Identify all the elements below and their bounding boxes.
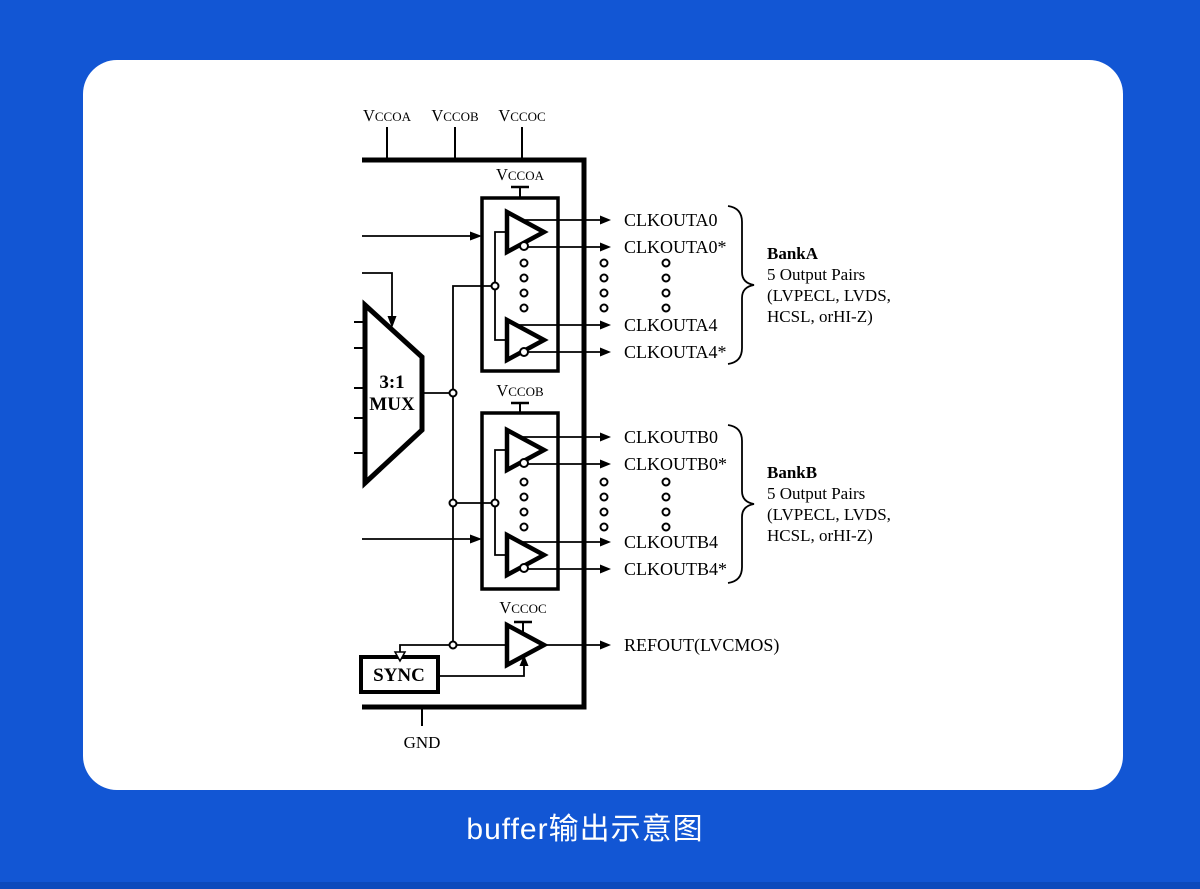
- svg-text:HCSL, orHI-Z): HCSL, orHI-Z): [767, 526, 873, 545]
- output-label-clkoutb4n: CLKOUTB4*: [624, 559, 727, 579]
- svg-text:5 Output Pairs: 5 Output Pairs: [767, 484, 865, 503]
- mux-label-name: MUX: [369, 394, 415, 415]
- sync-to-refout-arrow-icon: [519, 655, 529, 666]
- output-label-clkouta4n: CLKOUTA4*: [624, 342, 727, 362]
- bank-a-title: BankA: [767, 244, 819, 263]
- junction-dots: [448, 281, 500, 650]
- mux-select-arrow-icon: [387, 316, 397, 328]
- sync-output-wire: [438, 665, 525, 677]
- output-label-clkouta0: CLKOUTA0: [624, 210, 718, 230]
- power-rail-vccoa-label: VCCOA: [363, 106, 412, 125]
- output-label-clkouta4: CLKOUTA4: [624, 315, 718, 335]
- gnd-label: GND: [404, 733, 441, 752]
- mux-label-ratio: 3:1: [379, 372, 404, 393]
- bank-b-brace: [727, 424, 755, 584]
- mux-select-wire: [362, 272, 393, 317]
- vccoa-supply-tap: [511, 185, 529, 199]
- bank-a-description: BankA 5 Output Pairs (LVPECL, LVDS, HCSL…: [767, 244, 891, 326]
- clock-bus-wire: [452, 285, 495, 645]
- signal-wires: [362, 219, 603, 726]
- svg-text:(LVPECL, LVDS,: (LVPECL, LVDS,: [767, 286, 891, 305]
- refout-buffer: [504, 621, 549, 669]
- bank-a-input-arrow-icon: [470, 231, 482, 241]
- bank-b-supply-label: VCCOB: [496, 381, 544, 400]
- sync-label: SYNC: [373, 665, 425, 686]
- bank-a-supply-label: VCCOA: [496, 165, 545, 184]
- refout-supply-label: VCCOC: [499, 598, 546, 617]
- mux-input-stubs: [354, 321, 366, 454]
- inversion-bubbles: [519, 241, 529, 573]
- sync-trigger-arrow-icon: [393, 651, 407, 663]
- arrowheads: [387, 215, 611, 666]
- bank-b-input-arrow-icon: [470, 534, 482, 544]
- output-label-refout: REFOUT(LVCMOS): [624, 635, 779, 656]
- mux-shape: [362, 299, 425, 489]
- bank-a-ellipsis-dots: [519, 258, 671, 313]
- bottom-strip: [0, 882, 1200, 889]
- svg-text:HCSL, orHI-Z): HCSL, orHI-Z): [767, 307, 873, 326]
- output-label-clkoutb4: CLKOUTB4: [624, 532, 718, 552]
- power-rail-stubs: [386, 127, 523, 158]
- output-label-clkoutb0n: CLKOUTB0*: [624, 454, 727, 474]
- bank-a-brace: [727, 205, 755, 365]
- device-outline: [362, 157, 587, 710]
- bank-b-description: BankB 5 Output Pairs (LVPECL, LVDS, HCSL…: [767, 463, 891, 545]
- output-label-clkouta0n: CLKOUTA0*: [624, 237, 727, 257]
- vccob-supply-tap: [511, 401, 529, 414]
- bank-b-title: BankB: [767, 463, 817, 482]
- figure-caption: buffer输出示意图: [466, 813, 704, 846]
- svg-text:5 Output Pairs: 5 Output Pairs: [767, 265, 865, 284]
- svg-text:(LVPECL, LVDS,: (LVPECL, LVDS,: [767, 505, 891, 524]
- power-rail-vccoc-label: VCCOC: [498, 106, 545, 125]
- sync-feed-wire: [399, 644, 453, 652]
- bank-b-ellipsis-dots: [519, 477, 671, 532]
- figure-card: [83, 60, 1123, 790]
- output-label-clkoutb0: CLKOUTB0: [624, 427, 718, 447]
- power-rail-vccob-label: VCCOB: [431, 106, 479, 125]
